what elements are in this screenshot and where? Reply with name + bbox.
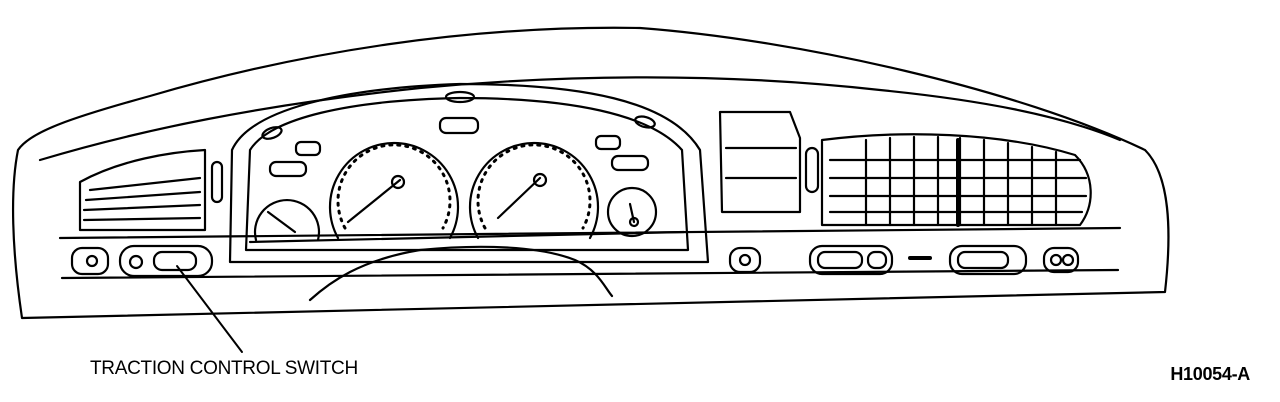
temperature-gauge — [606, 186, 658, 238]
lower-right-switch-panel — [728, 244, 1080, 276]
tachometer-gauge — [468, 141, 600, 240]
lower-left-switch-panel — [70, 244, 214, 278]
left-air-vent — [78, 148, 224, 232]
instrument-cluster — [228, 82, 710, 264]
fuel-gauge — [253, 199, 321, 242]
steering-column-cutout — [308, 245, 614, 302]
dash-lower-band — [58, 226, 1122, 280]
traction-control-switch — [152, 250, 198, 272]
right-air-vent — [820, 133, 1092, 227]
center-display — [718, 110, 820, 214]
callout-leader-line — [176, 265, 243, 353]
traction-control-switch-label: TRACTION CONTROL SWITCH — [90, 358, 358, 379]
figure-id: H10054-A — [1170, 364, 1250, 384]
dash-top-inner-edge — [38, 76, 1122, 162]
speedometer-gauge — [328, 141, 460, 240]
